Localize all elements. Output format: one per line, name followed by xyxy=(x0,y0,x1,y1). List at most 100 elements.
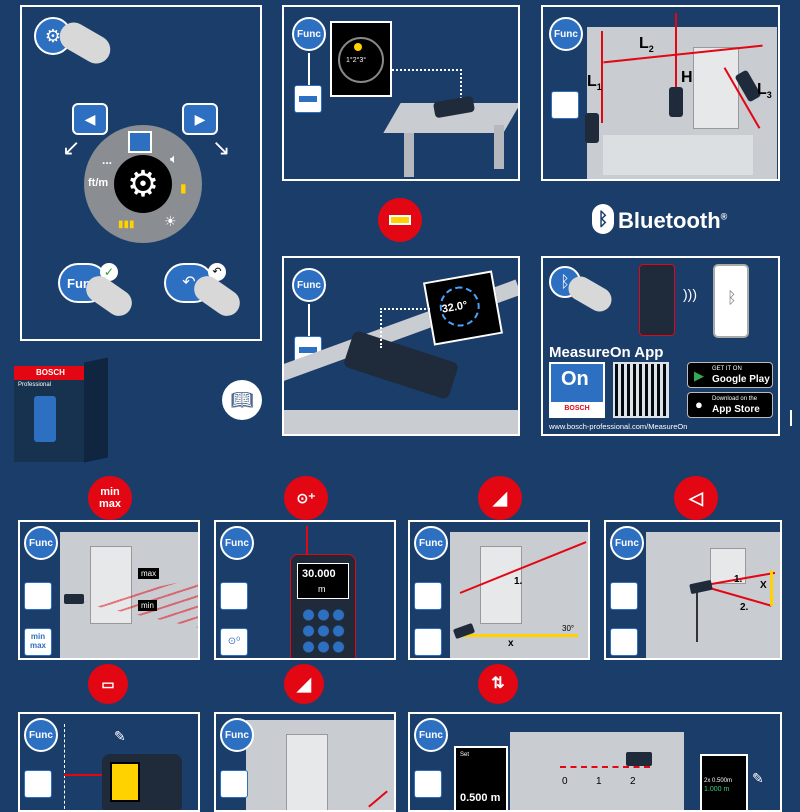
device-reading-panel: Func ⊙⁰ 30.000 m xyxy=(214,520,396,660)
laser-beam-icon xyxy=(64,774,104,776)
wall-mode-panel: Func ✎ xyxy=(18,712,200,812)
triangle-chip-icon xyxy=(414,582,442,610)
laser-beam-icon xyxy=(306,526,308,556)
display-reading: 0.500 m xyxy=(460,792,501,804)
func-icon: Func xyxy=(220,718,254,752)
reading-unit: m xyxy=(318,584,326,594)
indirect-height-icon: ◁ xyxy=(674,476,718,520)
stakeout-panel: Func 0 1 2 Set 0.500 m 2x 0.500m 1.000 m… xyxy=(408,712,782,812)
segment-2-label: 2. xyxy=(740,602,749,613)
gear-icon: ⚙ xyxy=(114,155,172,213)
more-label: ... xyxy=(102,153,113,167)
tick-0: 0 xyxy=(562,776,568,787)
triangle-chip-icon xyxy=(610,582,638,610)
segment-1-label: 1. xyxy=(734,574,743,585)
read-manual-icon: 📖︎ xyxy=(222,380,262,420)
x-label: x xyxy=(508,638,514,649)
level-mode-badge-icon xyxy=(378,198,422,242)
func-icon: Func xyxy=(414,718,448,752)
x-label: X xyxy=(760,580,767,591)
level-display: 1°2°3° xyxy=(330,21,392,97)
vibration-icon: ▮ xyxy=(180,181,187,195)
keypad-icon xyxy=(301,607,345,657)
bluetooth-logo: ᛒ Bluetooth® xyxy=(592,202,732,238)
rotate-right-arrow-icon: ↘ xyxy=(212,135,231,160)
continuous-mode-icon: ⊙⁺ xyxy=(284,476,328,520)
func-icon: Func xyxy=(292,17,326,51)
app-tile-brand: BOSCH xyxy=(551,402,603,416)
divider-mark xyxy=(790,410,792,426)
unit-label: ft/m xyxy=(88,177,109,189)
level-setting-icon xyxy=(128,131,152,153)
laser-line-h xyxy=(675,13,677,105)
display-total: 1.000 m xyxy=(704,786,730,793)
label-h: H xyxy=(681,69,693,86)
triangle-mode-icon: ◢ xyxy=(478,476,522,520)
floor-surface xyxy=(284,410,518,434)
google-play-button[interactable]: ▶ GET IT ON Google Play xyxy=(687,362,773,388)
tick-2: 2 xyxy=(630,776,636,787)
table-leg xyxy=(404,133,414,177)
stakeout-chip-icon xyxy=(414,770,442,798)
stakeout-display-right: 2x 0.500m 1.000 m xyxy=(700,754,748,810)
app-tile-icon: On BOSCH xyxy=(549,362,605,418)
google-play-big: Google Play xyxy=(712,374,770,385)
arrow-left-button-icon: ◀ xyxy=(72,103,108,135)
triangle-measure-panel: Func 1. x 30° xyxy=(408,520,590,660)
func-icon: Func xyxy=(24,526,58,560)
indirect-height-chip-icon xyxy=(610,628,638,656)
continuous-chip-icon: ⊙⁰ xyxy=(220,628,248,656)
apple-logo-icon: ● xyxy=(695,397,703,412)
tape-mode-icon: ▭ xyxy=(88,664,128,704)
device-icon xyxy=(102,754,182,810)
func-line-icon xyxy=(308,53,310,85)
dotted-leader-vertical xyxy=(380,308,382,348)
phone-bluetooth-icon: ᛒ xyxy=(727,290,737,307)
room-measure-panel: Func L1 L2 L3 H xyxy=(541,5,780,181)
func-icon: Func xyxy=(414,526,448,560)
level-table-panel: Func 1°2°3° xyxy=(282,5,520,181)
func-icon: Func xyxy=(24,718,58,752)
distance-mode-icon xyxy=(220,582,248,610)
laser-line-l1 xyxy=(601,31,603,123)
level-mode-icon xyxy=(294,85,322,113)
door-icon xyxy=(693,47,739,129)
max-tag: max xyxy=(138,568,160,579)
display-factor: 2x 0.500m xyxy=(704,778,733,784)
door-icon xyxy=(480,546,522,624)
arrow-right-button-icon: ▶ xyxy=(182,103,218,135)
device-icon xyxy=(669,87,683,117)
rotate-left-arrow-icon: ↙ xyxy=(62,135,81,160)
distance-mode-icon xyxy=(24,770,52,798)
angle-label: 30° xyxy=(562,624,575,633)
minmax-chip-icon: min max xyxy=(24,628,52,656)
triangle-room-panel: Func xyxy=(214,712,396,812)
stakeout-line xyxy=(560,766,650,770)
table-leg xyxy=(494,125,504,169)
app-url[interactable]: www.bosch-professional.com/MeasureOn xyxy=(549,422,688,431)
device-icon xyxy=(639,264,675,336)
app-store-button[interactable]: ● Download on the App Store xyxy=(687,392,773,418)
wall-line xyxy=(64,724,66,810)
slope-angle-panel: Func 32.0° xyxy=(282,256,520,436)
minmax-panel: Func min max max min xyxy=(18,520,200,660)
area-mode-icon xyxy=(551,91,579,119)
device-icon xyxy=(626,752,652,766)
google-play-logo-icon: ▶ xyxy=(694,368,704,383)
label-l3: L3 xyxy=(757,81,772,101)
finger-press-icon xyxy=(54,17,116,69)
func-icon: Func xyxy=(549,17,583,51)
battery-icon: ▮▮▮ xyxy=(118,219,135,230)
baseline-x-icon xyxy=(460,634,578,637)
angle-display: 32.0° xyxy=(422,270,504,346)
sound-icon: 🔈︎ xyxy=(170,151,178,166)
label-l1: L1 xyxy=(587,73,602,93)
pencil-icon: ✎ xyxy=(114,728,126,744)
stakeout-display-left: Set 0.500 m xyxy=(454,746,508,810)
door-icon xyxy=(90,546,132,624)
wireless-signal-icon: ))) xyxy=(683,286,697,302)
room-floor xyxy=(603,135,753,175)
bubble-icon xyxy=(354,43,362,51)
brightness-icon: ☀ xyxy=(164,213,177,229)
room-icon xyxy=(510,732,684,810)
